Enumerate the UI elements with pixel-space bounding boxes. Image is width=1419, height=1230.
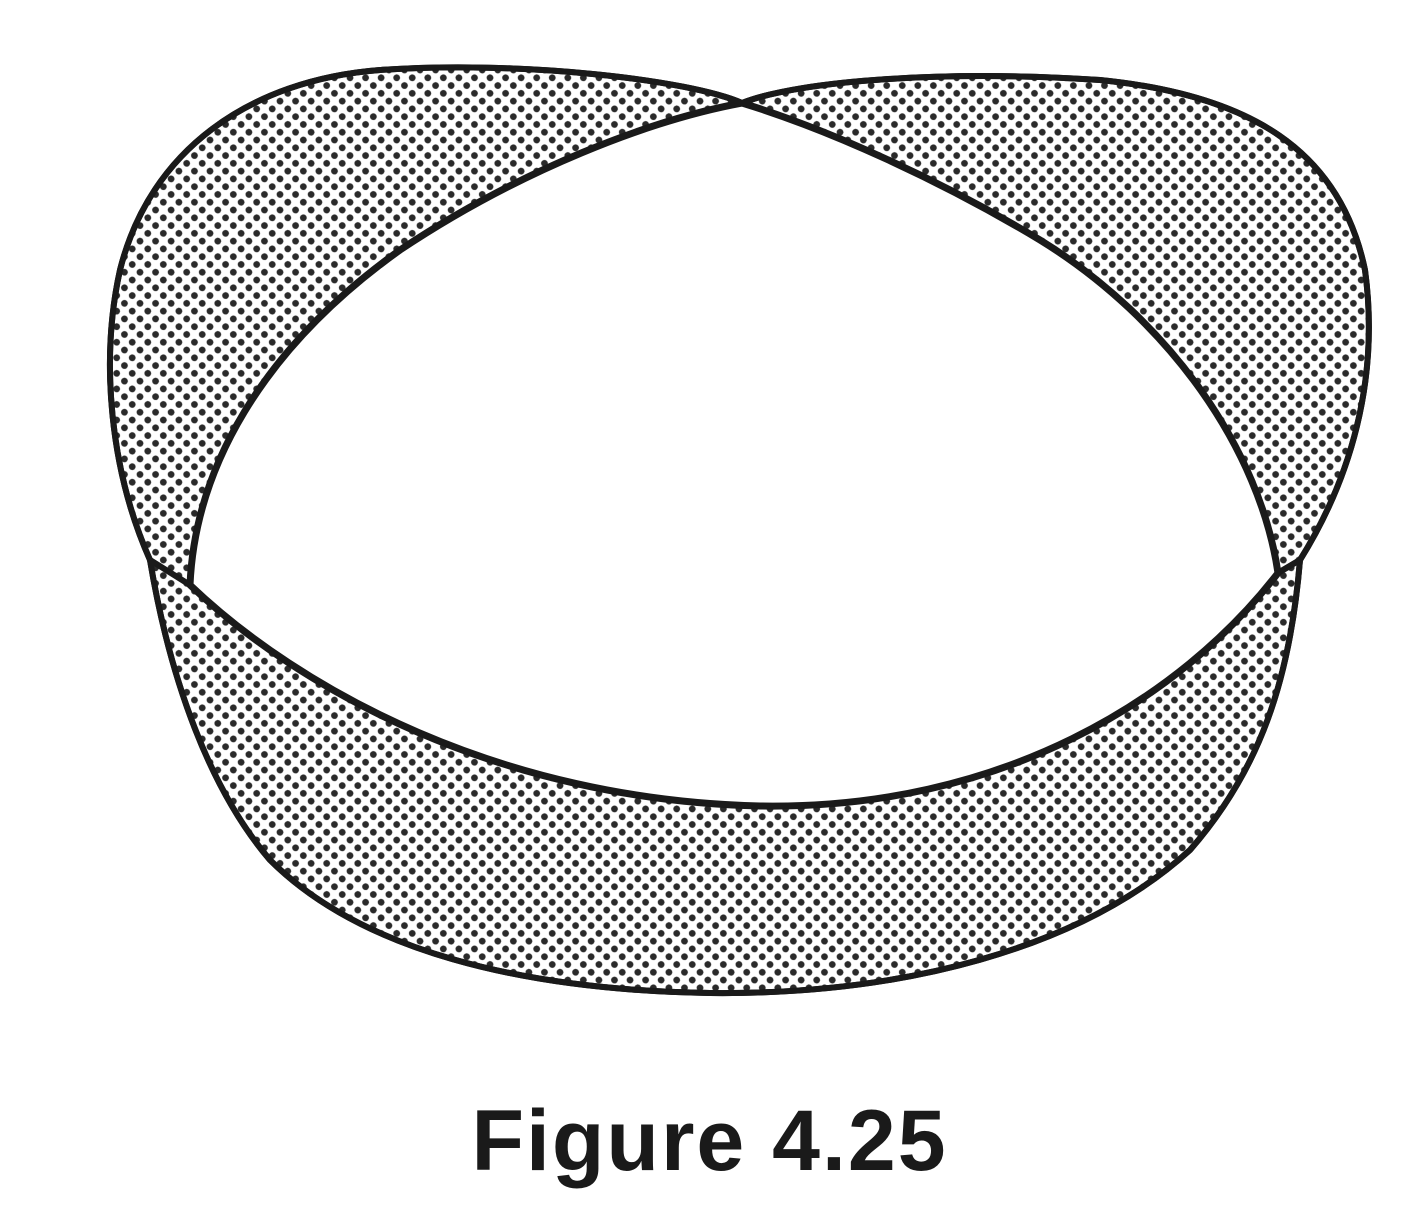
inner-opening-outline bbox=[186, 99, 1282, 810]
outer-silhouette-outline bbox=[107, 64, 1372, 997]
twist-crease bbox=[717, 94, 767, 112]
figure-caption: Figure 4.25 bbox=[471, 1093, 948, 1189]
